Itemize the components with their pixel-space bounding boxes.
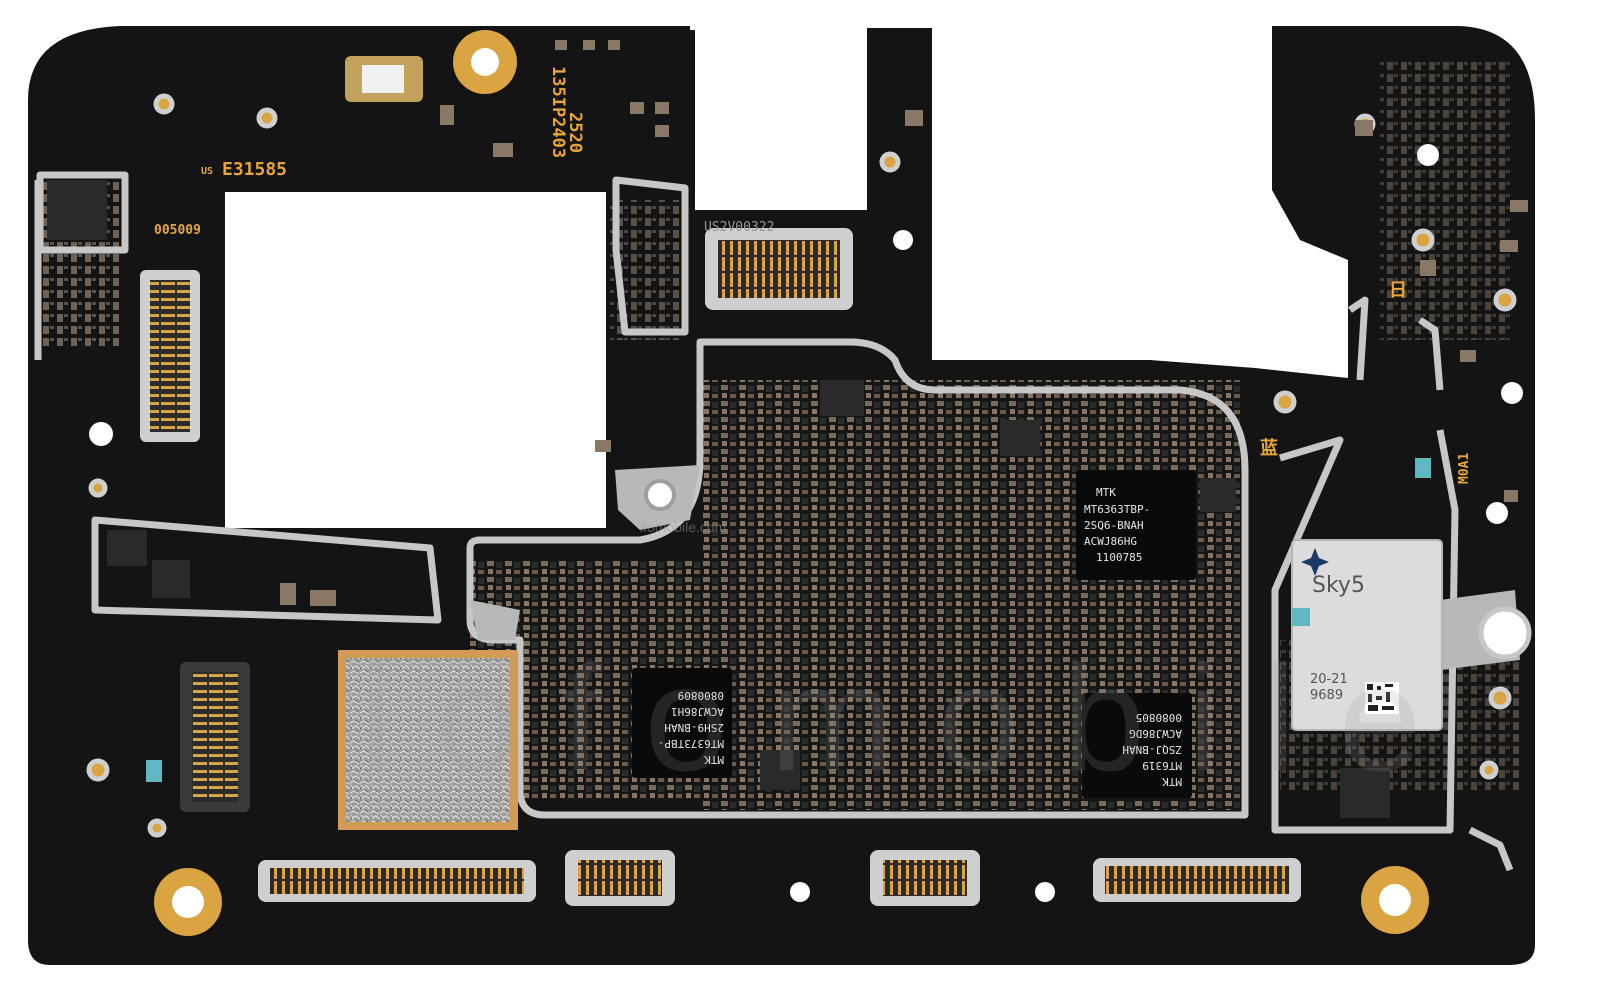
rf-module-code-1: 20-21: [1310, 672, 1348, 687]
silk-board-id-bottom: 135IP2403: [548, 66, 568, 158]
svg-text:0800809: 0800809: [678, 689, 724, 702]
svg-text:MT6373TBP-: MT6373TBP-: [658, 737, 724, 750]
svg-text:2SQ6-BNAH: 2SQ6-BNAH: [1084, 519, 1144, 532]
connector-left-lower: [180, 662, 250, 812]
sky-logo-icon: [1301, 548, 1329, 576]
svg-text:2SH9-BNAH: 2SH9-BNAH: [664, 721, 724, 734]
connector-bottom-right: [1093, 858, 1301, 902]
shield-frames: [34, 171, 1514, 872]
connector-left-vertical: [140, 270, 200, 442]
watermark-url: ifomobile.com: [640, 519, 726, 535]
rf-module-brand: Sky5: [1312, 573, 1365, 598]
connector-bottom-center-1: [565, 850, 675, 906]
shield-tab: [470, 600, 520, 640]
connector-bottom-left: [258, 860, 536, 902]
silk-cn-blue: 蓝: [1260, 438, 1278, 459]
rf-module-shield: [1291, 539, 1443, 731]
screw-holes: [89, 30, 1532, 936]
rf-module-code-2: 9689: [1310, 688, 1343, 703]
chip-pmic-main-label: MTK MT6363TBP- 2SQ6-BNAH ACWJ86HG 110078…: [1084, 486, 1150, 564]
silk-cert-prefix: US: [201, 166, 213, 177]
silk-cert-mark: E31585: [222, 159, 287, 180]
rf-module-qr: [1365, 682, 1399, 714]
svg-text:MTK: MTK: [1096, 486, 1116, 499]
svg-text:0080805: 0080805: [1136, 711, 1182, 724]
watermark-text: iofomobile: [360, 634, 1464, 802]
passive-components: [280, 40, 1528, 606]
component-cluster: [1380, 60, 1510, 340]
microphone-label: [362, 65, 404, 93]
silk-moa: M0A1: [1457, 453, 1472, 484]
silk-cn-day: 日: [1389, 280, 1407, 301]
chip-pmic-second: [632, 668, 732, 778]
silk-board-code-left: 005009: [154, 223, 201, 238]
chip-pmic-main: [1076, 470, 1196, 580]
svg-text:1100785: 1100785: [1096, 551, 1142, 564]
svg-text:MTK: MTK: [704, 753, 724, 766]
svg-text:MTK: MTK: [1162, 775, 1182, 788]
silk-board-id-top: 2520: [565, 112, 585, 153]
board-cutout: [225, 192, 606, 528]
connector-bottom-center-2: [870, 850, 980, 906]
blue-capacitors: [146, 458, 1431, 782]
chip-pmic-second-label: MTK MT6373TBP- 2SH9-BNAH ACWJ86H1 080080…: [658, 689, 724, 766]
svg-text:ACWJ86H1: ACWJ86H1: [671, 705, 724, 718]
svg-text:MT6319: MT6319: [1142, 759, 1182, 772]
chip-pmic-third-label: MTK MT6319 ZSQJ-BNAH ACWJ86DG 0080805: [1122, 711, 1182, 788]
coax-connectors: [86, 93, 1517, 838]
chip-pmic-third: [1082, 693, 1192, 798]
soc-thermal-paste: [346, 658, 510, 822]
silk-board-code-center: US2V00322: [704, 220, 774, 235]
ic-components: [47, 180, 1390, 818]
svg-text:MT6363TBP-: MT6363TBP-: [1084, 503, 1150, 516]
svg-text:ACWJ86HG: ACWJ86HG: [1084, 535, 1137, 548]
svg-text:ZSQJ-BNAH: ZSQJ-BNAH: [1122, 743, 1182, 756]
connector-top-center: [705, 228, 853, 310]
svg-text:ACWJ86DG: ACWJ86DG: [1129, 727, 1182, 740]
